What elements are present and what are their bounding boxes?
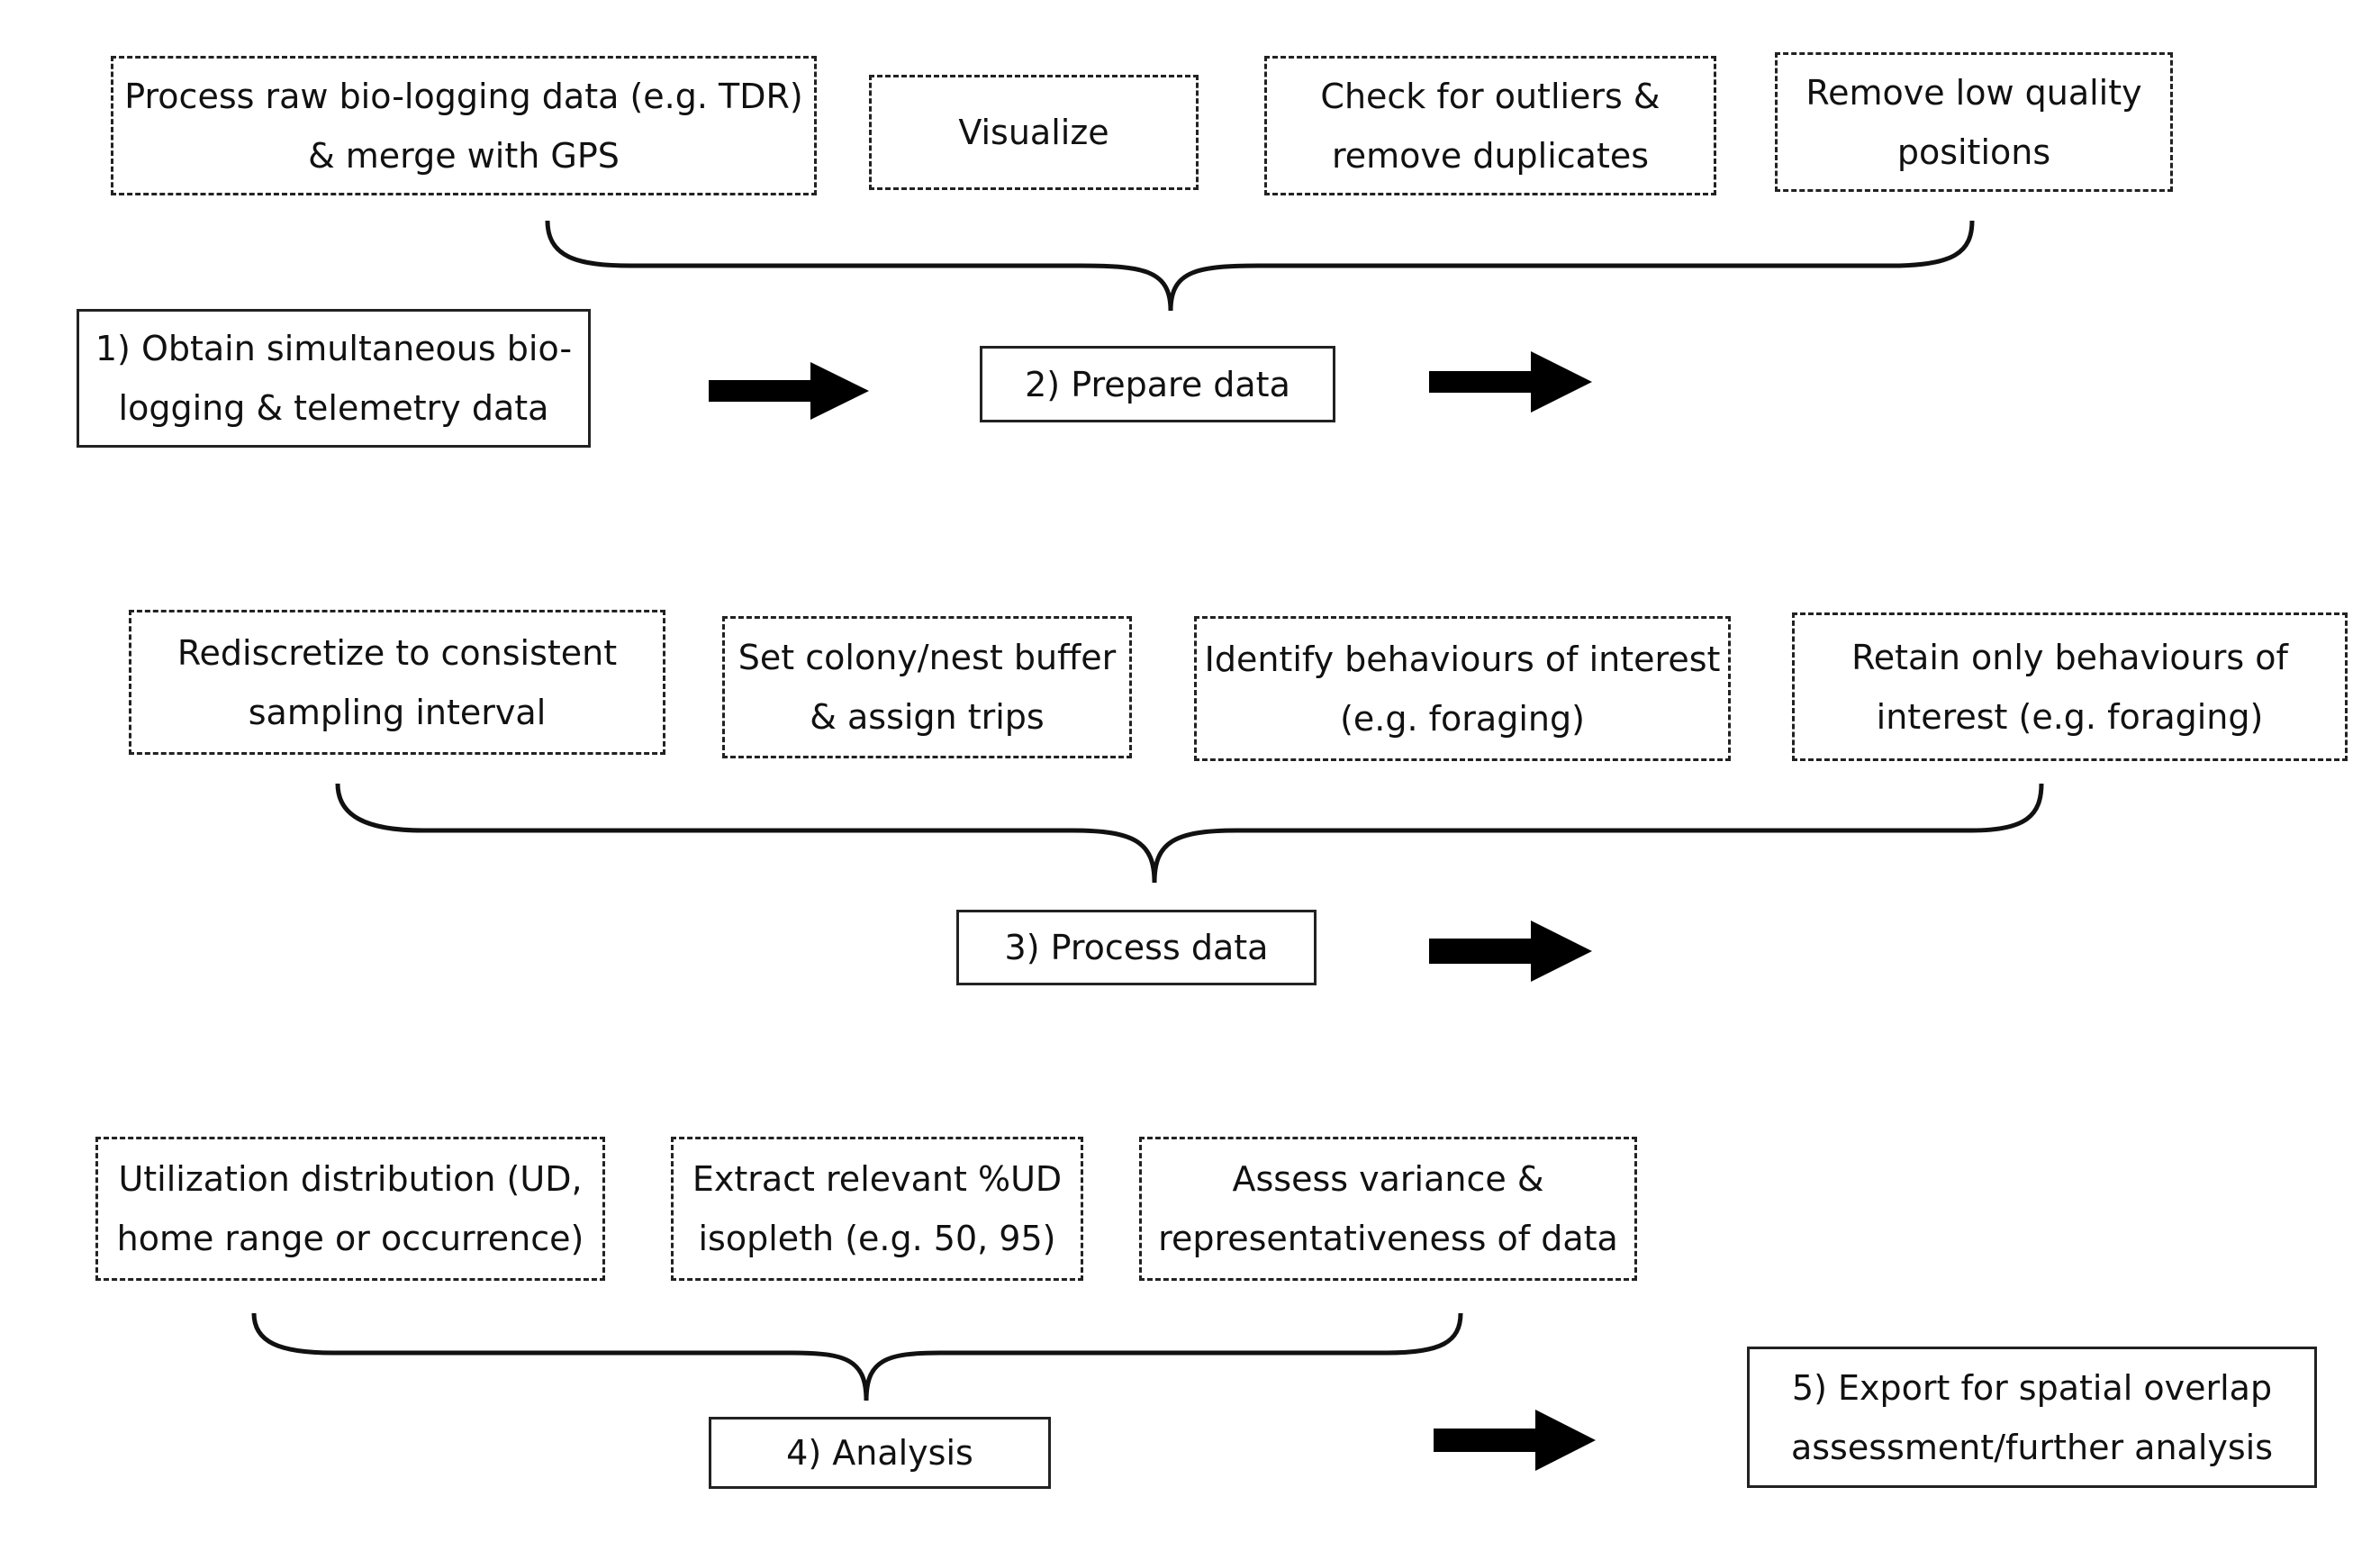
stage-4-analysis: 4) Analysis bbox=[709, 1417, 1051, 1489]
step-process-raw-data: Process raw bio-logging data (e.g. TDR)&… bbox=[111, 56, 817, 195]
step-identify-behaviours: Identify behaviours of interest(e.g. for… bbox=[1194, 616, 1731, 761]
arrow-1-to-2 bbox=[709, 362, 869, 420]
stage-1-obtain-data: 1) Obtain simultaneous bio-logging & tel… bbox=[77, 309, 591, 448]
arrow-4-to-5 bbox=[1434, 1410, 1596, 1471]
arrow-3-to-4 bbox=[1429, 921, 1592, 982]
stage-3-process-data: 3) Process data bbox=[956, 910, 1317, 985]
brace-stage2 bbox=[545, 220, 1975, 312]
step-assess-variance: Assess variance &representativeness of d… bbox=[1139, 1137, 1637, 1281]
arrow-2-to-3 bbox=[1429, 351, 1592, 413]
step-utilization-distribution: Utilization distribution (UD,home range … bbox=[95, 1137, 605, 1281]
brace-stage4 bbox=[251, 1312, 1463, 1401]
step-check-outliers: Check for outliers &remove duplicates bbox=[1264, 56, 1716, 195]
step-visualize: Visualize bbox=[869, 75, 1199, 190]
brace-stage3 bbox=[335, 783, 2044, 884]
step-colony-buffer: Set colony/nest buffer& assign trips bbox=[722, 616, 1132, 758]
stage-2-prepare-data: 2) Prepare data bbox=[980, 346, 1335, 422]
